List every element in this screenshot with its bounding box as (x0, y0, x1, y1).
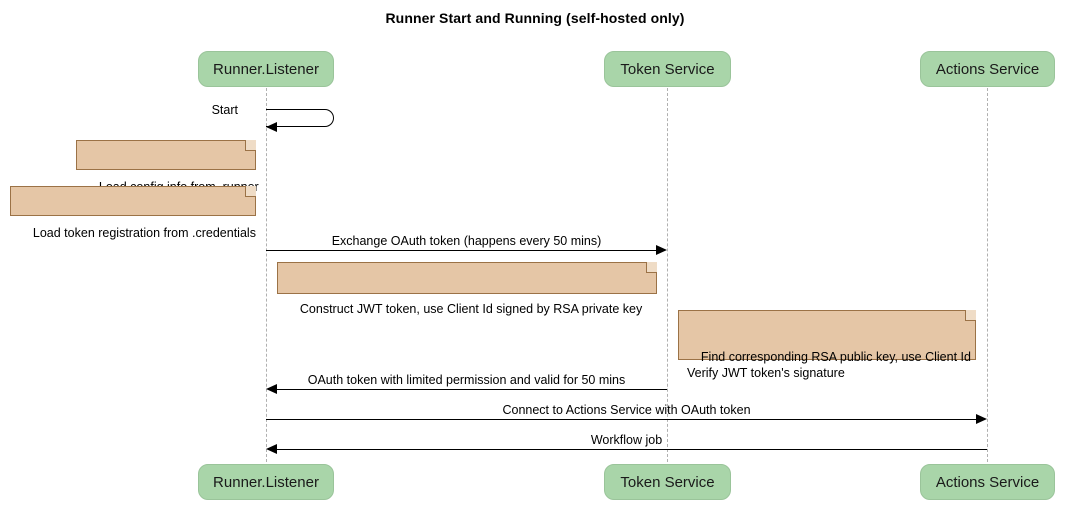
participant-token-service-bottom[interactable]: Token Service (604, 464, 731, 500)
message-line-workflow-job (275, 449, 987, 450)
message-arrowhead-exchange-oauth-token (656, 245, 667, 255)
note-load-token-registration: Load token registration from .credential… (10, 186, 256, 240)
diagram-title: Runner Start and Running (self-hosted on… (385, 10, 685, 26)
note-text: Load token registration from .credential… (32, 226, 256, 240)
message-label-exchange-oauth-token: Exchange OAuth token (happens every 50 m… (331, 234, 602, 248)
participant-label: Token Service (620, 473, 715, 491)
note-verify-jwt-signature: Find corresponding RSA public key, use C… (678, 310, 976, 380)
message-arrowhead-workflow-job (266, 444, 277, 454)
message-arrowhead-connect-actions-service (976, 414, 987, 424)
note-fold-corner-icon (245, 140, 256, 151)
participant-token-service-top[interactable]: Token Service (604, 51, 731, 87)
lifeline-token-service (667, 88, 668, 462)
message-line-exchange-oauth-token (266, 250, 658, 251)
lifeline-runner-listener (266, 88, 267, 462)
message-label-connect-actions-service: Connect to Actions Service with OAuth to… (502, 403, 751, 417)
participant-label: Actions Service (935, 473, 1040, 491)
note-fold-corner-icon (646, 262, 657, 273)
participant-actions-service-bottom[interactable]: Actions Service (920, 464, 1055, 500)
participant-actions-service-top[interactable]: Actions Service (920, 51, 1055, 87)
message-label-workflow-job: Workflow job (590, 433, 663, 447)
participant-label: Runner.Listener (213, 60, 319, 78)
message-arrowhead-oauth-token-response (266, 384, 277, 394)
message-line-connect-actions-service (266, 419, 978, 420)
lifeline-actions-service (987, 88, 988, 462)
note-construct-jwt-token: Construct JWT token, use Client Id signe… (277, 262, 657, 316)
participant-label: Runner.Listener (213, 473, 319, 491)
self-message-start-loop (266, 109, 334, 127)
participant-runner-listener-top[interactable]: Runner.Listener (198, 51, 334, 87)
message-label-oauth-token-response: OAuth token with limited permission and … (307, 373, 626, 387)
self-message-start-arrowhead (266, 122, 277, 132)
note-fold-corner-icon (965, 310, 976, 321)
message-line-oauth-token-response (275, 389, 667, 390)
self-message-label-start: Start (211, 103, 238, 117)
note-text: Find corresponding RSA public key, use C… (687, 350, 971, 380)
note-fold-corner-icon (245, 186, 256, 197)
participant-runner-listener-bottom[interactable]: Runner.Listener (198, 464, 334, 500)
participant-label: Actions Service (935, 60, 1040, 78)
note-text: Construct JWT token, use Client Id signe… (299, 302, 643, 316)
note-load-config: Load config info from .runner (76, 140, 259, 194)
participant-label: Token Service (620, 60, 715, 78)
